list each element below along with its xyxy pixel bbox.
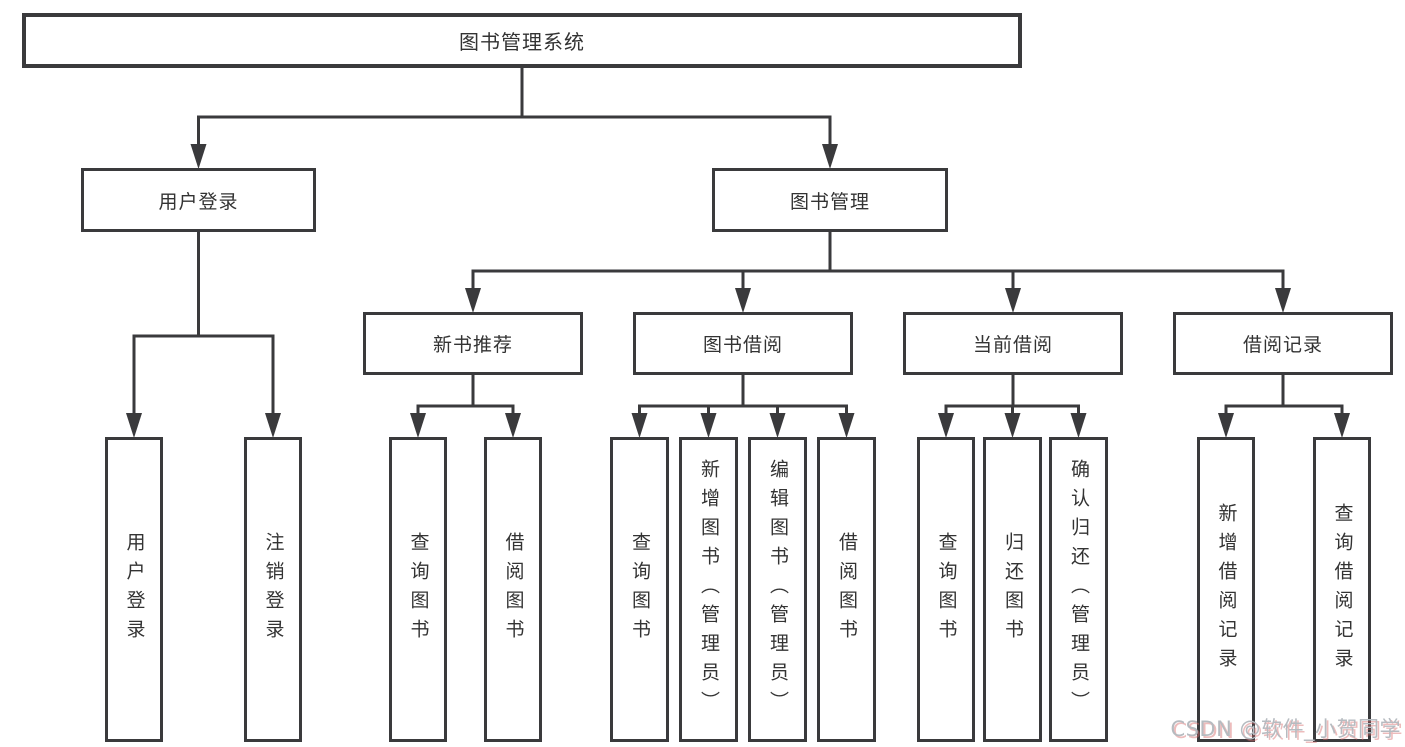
arrowhead xyxy=(465,288,481,313)
arrowhead xyxy=(126,413,142,438)
node-label: 图书管理系统 xyxy=(459,30,585,54)
node-label: 当前借阅 xyxy=(972,334,1053,356)
arrowhead xyxy=(265,413,281,438)
node-recommend: 新书推荐 xyxy=(363,312,583,375)
node-logout: 注销登录 xyxy=(244,437,302,742)
node-label: 借阅图书 xyxy=(502,531,525,648)
node-current: 当前借阅 xyxy=(903,312,1123,375)
node-label: 查询图书 xyxy=(629,531,651,648)
arrowhead xyxy=(735,288,751,313)
node-label: 确认归还（管理员） xyxy=(1068,459,1090,720)
node-label: 用户登录 xyxy=(123,531,146,648)
node-label: 借阅图书 xyxy=(836,531,858,648)
node-label: 查询图书 xyxy=(935,531,958,648)
node-login: 用户登录 xyxy=(81,168,316,232)
arrowhead xyxy=(190,144,207,169)
node-label: 用户登录 xyxy=(158,190,239,213)
arrowhead xyxy=(631,413,648,438)
node-label: 注销登录 xyxy=(262,531,285,648)
watermark: CSDN @软件_小贺同学 xyxy=(1170,717,1401,741)
node-label: 编辑图书（管理员） xyxy=(767,459,789,720)
arrowhead xyxy=(505,413,521,438)
arrowhead xyxy=(1070,413,1087,438)
node-bor-borrow: 借阅图书 xyxy=(817,437,876,742)
arrowhead xyxy=(1275,288,1291,313)
node-label: 新增图书（管理员） xyxy=(698,459,720,720)
arrowhead xyxy=(838,413,855,438)
node-bor-query: 查询图书 xyxy=(610,437,669,742)
node-bor-add: 新增图书（管理员） xyxy=(679,437,738,742)
node-label: 归还图书 xyxy=(1002,531,1024,648)
node-label: 借阅记录 xyxy=(1242,334,1323,356)
node-label: 图书借阅 xyxy=(702,334,783,356)
node-label: 查询图书 xyxy=(407,531,430,648)
node-recd-add: 新增借阅记录 xyxy=(1197,437,1255,742)
node-label: 新书推荐 xyxy=(432,334,513,356)
node-cur-confirm: 确认归还（管理员） xyxy=(1049,437,1108,742)
arrowhead xyxy=(1334,413,1350,438)
node-rec-query: 查询图书 xyxy=(389,437,447,742)
arrowhead xyxy=(1218,413,1234,438)
arrowhead xyxy=(1004,413,1021,438)
node-label: 新增借阅记录 xyxy=(1215,502,1238,677)
node-rec-borrow: 借阅图书 xyxy=(484,437,542,742)
arrowhead xyxy=(938,413,954,438)
arrowhead xyxy=(1005,288,1021,313)
node-cur-return: 归还图书 xyxy=(983,437,1042,742)
node-label: 图书管理 xyxy=(789,190,870,213)
node-mgmt: 图书管理 xyxy=(712,168,948,232)
node-root: 图书管理系统 xyxy=(22,13,1022,68)
node-user-login: 用户登录 xyxy=(105,437,163,742)
node-bor-edit: 编辑图书（管理员） xyxy=(748,437,807,742)
node-borrow: 图书借阅 xyxy=(633,312,853,375)
node-records: 借阅记录 xyxy=(1173,312,1393,375)
node-label: 查询借阅记录 xyxy=(1331,502,1354,677)
arrowhead xyxy=(410,413,426,438)
node-cur-query: 查询图书 xyxy=(917,437,975,742)
arrowhead xyxy=(822,144,838,169)
arrowhead xyxy=(769,413,786,438)
node-recd-query: 查询借阅记录 xyxy=(1313,437,1371,742)
arrowhead xyxy=(700,413,717,438)
